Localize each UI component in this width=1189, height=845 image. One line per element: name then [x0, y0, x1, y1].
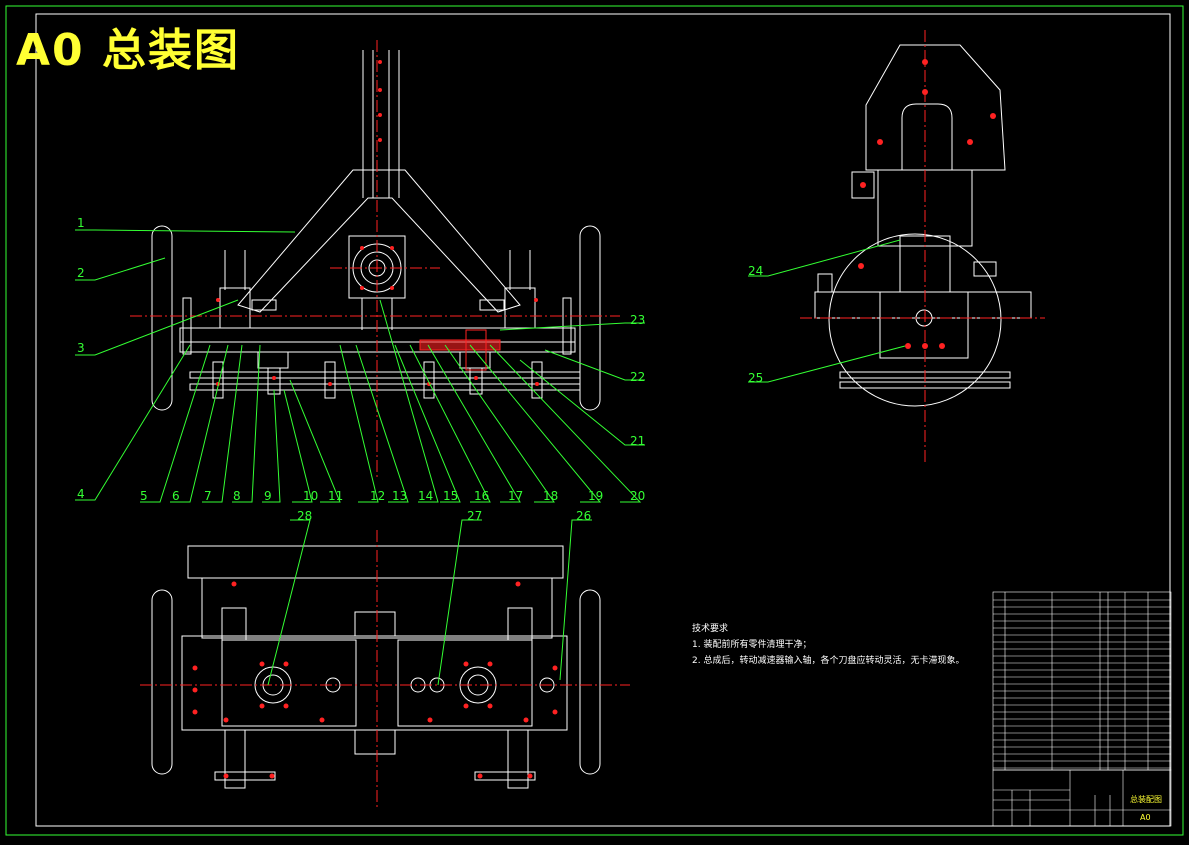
- side-view-red-details: [800, 30, 1045, 465]
- side-view: [814, 44, 1032, 407]
- top-view: [151, 545, 601, 789]
- side-view-red-dots: [858, 59, 996, 349]
- front-view-red-dots: [216, 60, 539, 386]
- part-label: 8: [233, 489, 241, 503]
- top-view-red-dots: [192, 581, 558, 779]
- drawing-name: 总装配图: [1130, 794, 1162, 804]
- part-label: 27: [467, 509, 482, 523]
- leader-lines: [75, 229, 906, 686]
- tech-requirements-heading: 技术要求: [692, 622, 728, 634]
- part-label: 6: [172, 489, 180, 503]
- tech-requirement-item: 2. 总成后，转动减速器输入轴，各个刀盘应转动灵活，无卡滞现象。: [692, 654, 964, 666]
- part-label: 16: [474, 489, 489, 503]
- title-block: [992, 769, 1172, 827]
- part-label: 23: [630, 313, 645, 327]
- part-label: 20: [630, 489, 645, 503]
- tech-requirement-item: 1. 装配前所有零件清理干净；: [692, 638, 811, 650]
- drawing-title: A0 总装图: [16, 25, 240, 76]
- part-label: 12: [370, 489, 385, 503]
- part-label: 10: [303, 489, 318, 503]
- part-label: 11: [328, 489, 343, 503]
- part-label: 25: [748, 371, 763, 385]
- part-label: 21: [630, 434, 645, 448]
- part-label: 22: [630, 370, 645, 384]
- part-label: 24: [748, 264, 763, 278]
- part-label: 7: [204, 489, 212, 503]
- sheet-size: A0: [1140, 813, 1151, 822]
- part-label: 26: [576, 509, 591, 523]
- part-label: 5: [140, 489, 148, 503]
- tech-requirements: 技术要求 1. 装配前所有零件清理干净； 2. 总成后，转动减速器输入轴，各个刀…: [692, 622, 964, 666]
- part-label: 2: [77, 266, 85, 280]
- front-view-red-details: [130, 40, 620, 480]
- top-view-red-details: [140, 530, 630, 808]
- front-view: [151, 50, 601, 411]
- part-number-labels: 1 2 3 4 5 6 7 8 9 10 11 12 13 14 15 16 1…: [77, 216, 763, 523]
- inner-border: [35, 13, 1171, 827]
- part-label: 3: [77, 341, 85, 355]
- part-label: 14: [418, 489, 433, 503]
- part-label: 17: [508, 489, 523, 503]
- parts-list-table: [992, 591, 1172, 771]
- outer-border: [5, 5, 1184, 836]
- part-label: 18: [543, 489, 558, 503]
- part-label: 9: [264, 489, 272, 503]
- part-label: 15: [443, 489, 458, 503]
- part-label: 28: [297, 509, 312, 523]
- part-label: 19: [588, 489, 603, 503]
- part-label: 4: [77, 487, 85, 501]
- part-label: 13: [392, 489, 407, 503]
- part-label: 1: [77, 216, 85, 230]
